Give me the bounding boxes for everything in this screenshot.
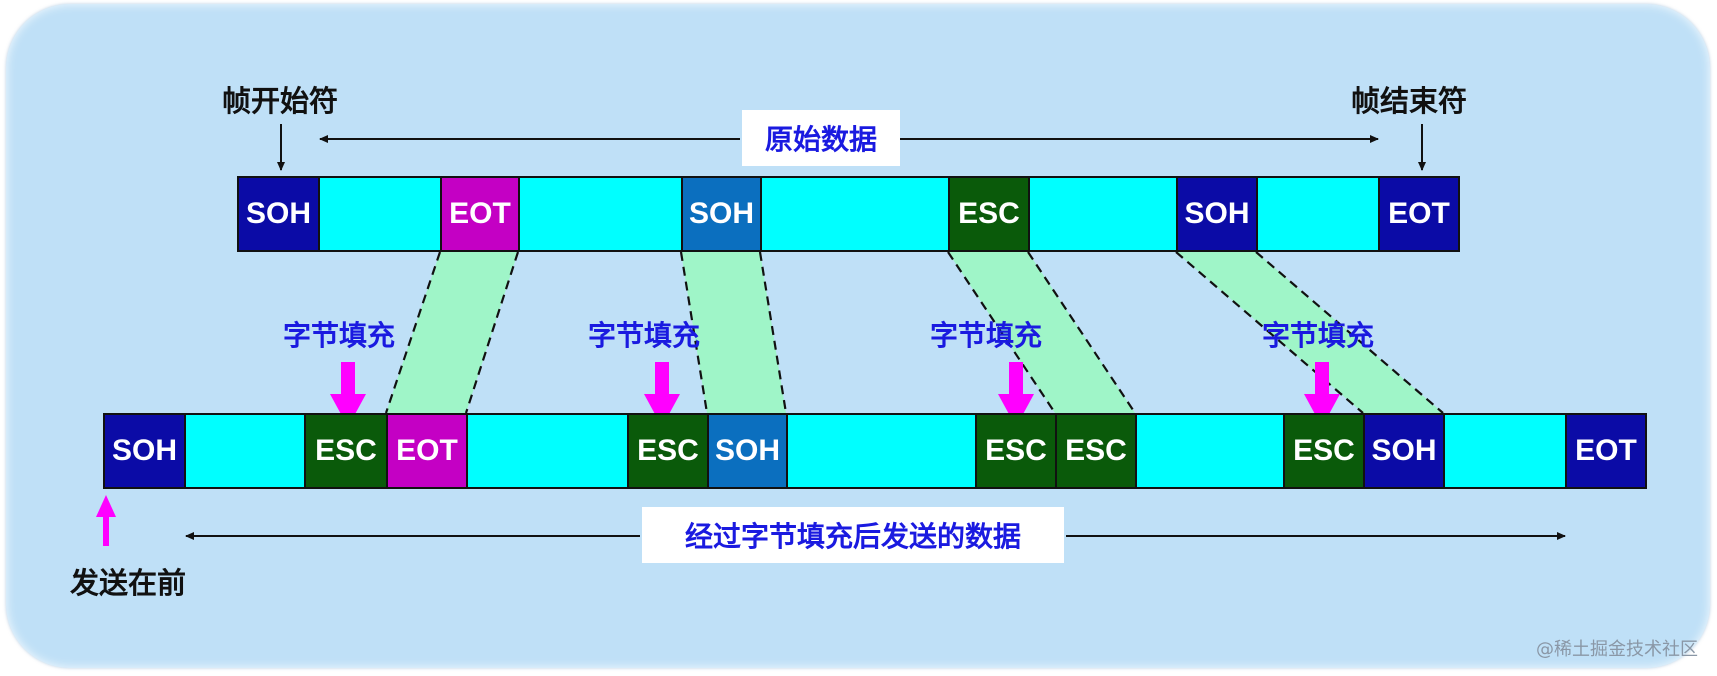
watermark: @稀土掘金技术社区	[1536, 639, 1698, 660]
stuff-band-4	[1176, 252, 1443, 413]
send-first-arrow	[96, 495, 116, 546]
bottom-cell-data	[184, 413, 306, 489]
top-cell-data	[760, 176, 950, 252]
insert-arrow-3	[998, 362, 1034, 427]
byte-stuffing-label-4: 字节填充	[1262, 319, 1375, 352]
band-edge	[758, 251, 788, 414]
insert-arrow-2	[644, 362, 680, 427]
byte-stuffing-label-1: 字节填充	[283, 319, 396, 352]
top-cell-eot-end: EOT	[1378, 176, 1460, 252]
byte-stuffing-label-3: 字节填充	[930, 319, 1043, 352]
bottom-cell-esc-inserted: ESC	[627, 413, 709, 489]
send-first-label: 发送在前	[70, 566, 187, 600]
top-cell-data	[518, 176, 683, 252]
bottom-cell-esc-inserted: ESC	[1283, 413, 1365, 489]
bottom-cell-esc-data: ESC	[1055, 413, 1137, 489]
original-data-label: 原始数据	[742, 110, 900, 166]
bottom-cell-esc-inserted: ESC	[304, 413, 388, 489]
band-edge	[464, 251, 520, 414]
band-edge	[1175, 251, 1364, 414]
bottom-cell-data	[786, 413, 977, 489]
band-edge	[384, 251, 442, 414]
byte-stuffing-label-2: 字节填充	[588, 319, 701, 352]
band-edge	[1027, 251, 1136, 414]
bottom-cell-soh-data: SOH	[1363, 413, 1445, 489]
top-cell-eot-data: EOT	[440, 176, 520, 252]
stuffed-data-label: 经过字节填充后发送的数据	[642, 507, 1064, 563]
top-cell-soh-start: SOH	[237, 176, 320, 252]
bottom-cell-eot-end: EOT	[1565, 413, 1647, 489]
stuff-band-2	[681, 252, 786, 413]
frame-end-label: 帧结束符	[1351, 84, 1468, 118]
top-cell-esc-data: ESC	[948, 176, 1030, 252]
band-edge	[1255, 251, 1444, 414]
bottom-cell-data	[1443, 413, 1567, 489]
frame-start-label: 帧开始符	[222, 84, 339, 118]
bottom-cell-esc-inserted: ESC	[975, 413, 1057, 489]
bottom-cell-data	[466, 413, 629, 489]
top-cell-soh-data: SOH	[1176, 176, 1258, 252]
top-cell-data	[1256, 176, 1380, 252]
bottom-cell-soh-start: SOH	[103, 413, 186, 489]
band-edge	[947, 251, 1056, 414]
top-cell-soh-data: SOH	[681, 176, 762, 252]
bottom-cell-eot-data: EOT	[386, 413, 468, 489]
insert-arrow-1	[330, 362, 366, 427]
top-cell-data	[318, 176, 442, 252]
stuff-band-1	[386, 252, 518, 413]
insert-arrow-4	[1304, 362, 1340, 427]
bottom-cell-soh-data: SOH	[707, 413, 788, 489]
bottom-cell-data	[1135, 413, 1285, 489]
stuff-band-3	[948, 252, 1135, 413]
top-cell-data	[1028, 176, 1178, 252]
band-edge	[679, 251, 709, 414]
